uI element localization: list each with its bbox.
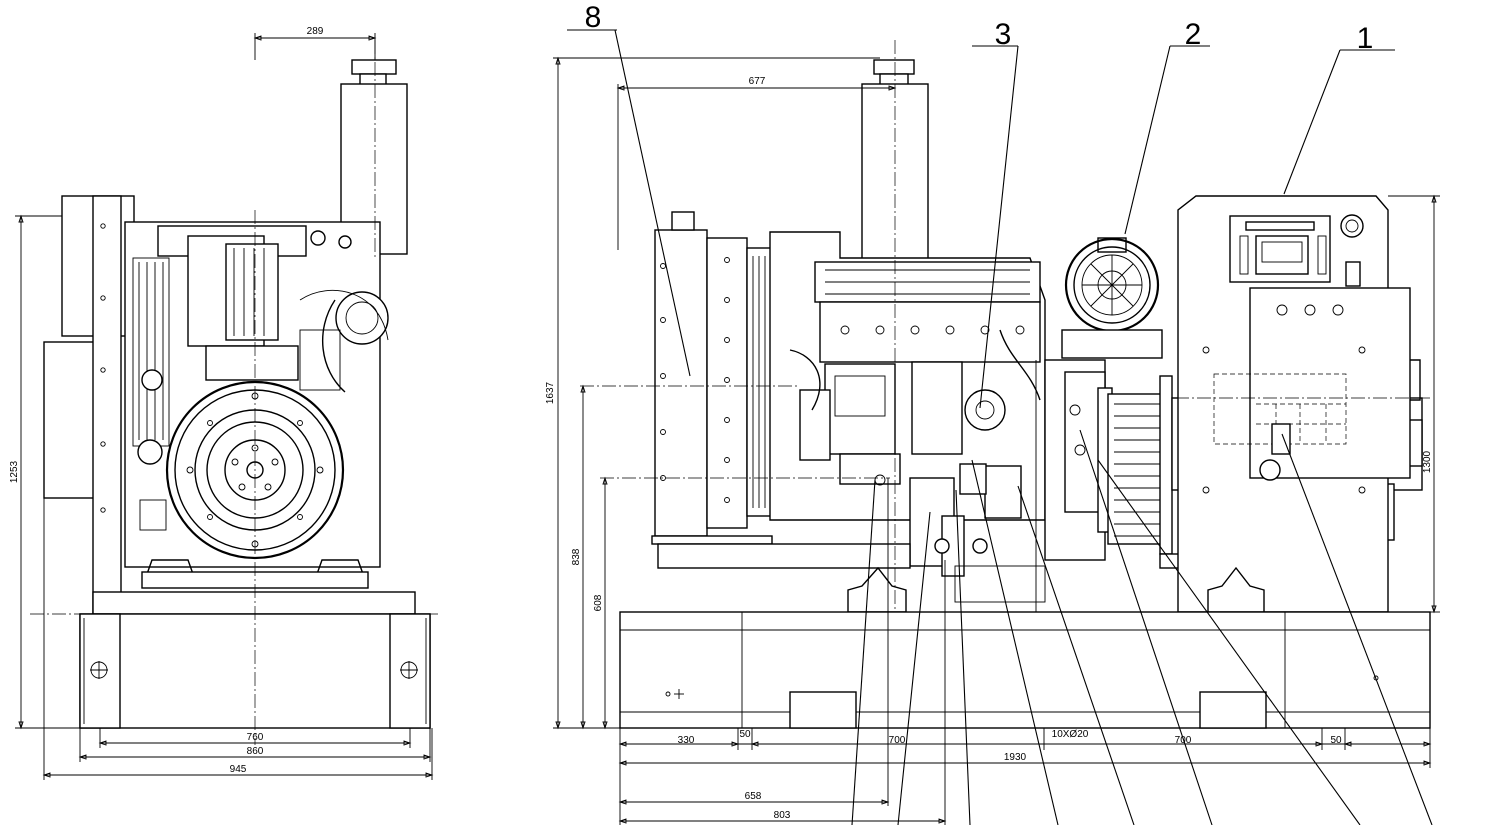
- front-dim-760: 760: [98, 728, 412, 748]
- callout-number-2: 2: [1185, 18, 1202, 51]
- dim-label-608: 608: [593, 594, 604, 611]
- dim-label-10x20: 10XØ20: [1052, 729, 1089, 740]
- front-dim-945: 945: [42, 498, 434, 780]
- side-dim-658: 658: [618, 478, 890, 806]
- dim-label-330: 330: [678, 735, 695, 746]
- dim-label-1637: 1637: [545, 381, 556, 404]
- callout-leaders: [567, 29, 1395, 409]
- dim-label-289: 289: [307, 26, 324, 37]
- dim-label-838: 838: [571, 548, 582, 565]
- dim-label-1253: 1253: [9, 460, 20, 483]
- callout-number-3: 3: [995, 18, 1012, 51]
- side-dim-608: 608: [593, 476, 608, 730]
- dim-label-1930: 1930: [1004, 752, 1027, 763]
- dim-label-677: 677: [749, 76, 766, 87]
- side-engine-body: [769, 231, 1046, 521]
- callout-leaders-bottom: [851, 429, 1433, 825]
- side-dim-677: 677: [616, 76, 897, 250]
- side-dim-1300: 1300: [1388, 194, 1440, 614]
- front-radiator-panel: [43, 195, 135, 617]
- side-dim-bottom-chain: 330 50 700 10XØ20 700 50: [618, 728, 1432, 825]
- side-radiator: [651, 211, 773, 545]
- front-dim-860: 860: [78, 728, 432, 762]
- dim-label-50-left: 50: [739, 729, 751, 740]
- dim-label-700-left: 700: [889, 735, 906, 746]
- dim-label-1300: 1300: [1422, 450, 1433, 473]
- side-flywheel-housing: [1044, 359, 1113, 561]
- dim-label-945: 945: [230, 764, 247, 775]
- front-engine-block: [124, 221, 389, 568]
- side-dim-1637: 1637: [545, 56, 880, 730]
- front-dim-289: 289: [253, 26, 377, 60]
- callout-number-8: 8: [585, 1, 602, 34]
- front-view: 289 1253 760 860 945: [9, 26, 438, 780]
- dim-label-658: 658: [745, 791, 762, 802]
- side-air-filter: [1061, 237, 1163, 359]
- dim-label-803: 803: [774, 810, 791, 821]
- side-base-frame: [619, 611, 1431, 729]
- dim-label-760: 760: [247, 732, 264, 743]
- side-dim-803: 803: [618, 560, 947, 825]
- side-alternator-grille: [1107, 375, 1173, 555]
- callout-number-1: 1: [1357, 22, 1374, 55]
- side-filters: [657, 453, 1046, 603]
- side-dim-838: 838: [571, 384, 586, 730]
- dim-label-50-right: 50: [1330, 735, 1342, 746]
- side-mounts: [847, 360, 1265, 632]
- side-view: 677 1637 838 608 1300: [545, 29, 1440, 825]
- side-dim-1930: 1930: [618, 752, 1432, 766]
- side-control-box: [1177, 195, 1421, 613]
- dim-label-860: 860: [247, 746, 264, 757]
- front-dim-1253: 1253: [9, 214, 80, 730]
